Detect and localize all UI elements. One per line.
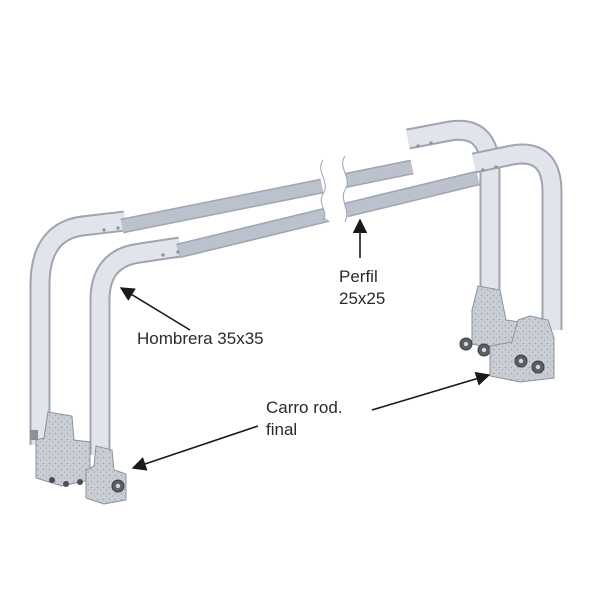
front-left-shoulder bbox=[91, 238, 182, 455]
label-perfil-line1: Perfil bbox=[339, 267, 378, 286]
front-frame bbox=[30, 143, 563, 505]
back-profile-left bbox=[120, 180, 324, 232]
label-perfil: Perfil 25x25 bbox=[339, 266, 385, 310]
front-profile-right bbox=[344, 172, 480, 216]
arrow-hombrera bbox=[119, 287, 191, 331]
front-right-shoulder bbox=[472, 145, 561, 330]
back-right-carriage bbox=[459, 285, 521, 357]
label-carro-line1: Carro rod. bbox=[266, 398, 343, 417]
arrow-carro-right bbox=[371, 371, 491, 411]
front-profile-left bbox=[176, 208, 332, 257]
label-perfil-line2: 25x25 bbox=[339, 289, 386, 308]
bolt-holes bbox=[102, 141, 498, 257]
back-left-carriage bbox=[30, 411, 91, 487]
front-left-carriage bbox=[85, 445, 127, 505]
label-hombrera: Hombrera 35x35 bbox=[137, 329, 264, 348]
back-profile-right bbox=[336, 161, 414, 188]
arrow-carro-left bbox=[131, 425, 259, 471]
back-left-shoulder bbox=[31, 212, 126, 445]
label-carro-line2: final bbox=[266, 420, 298, 439]
back-frame bbox=[29, 119, 521, 445]
annotation-arrows bbox=[119, 218, 491, 471]
label-carro: Carro rod. final bbox=[266, 397, 343, 441]
front-right-carriage bbox=[489, 315, 555, 383]
profile-break-marks bbox=[320, 153, 348, 225]
